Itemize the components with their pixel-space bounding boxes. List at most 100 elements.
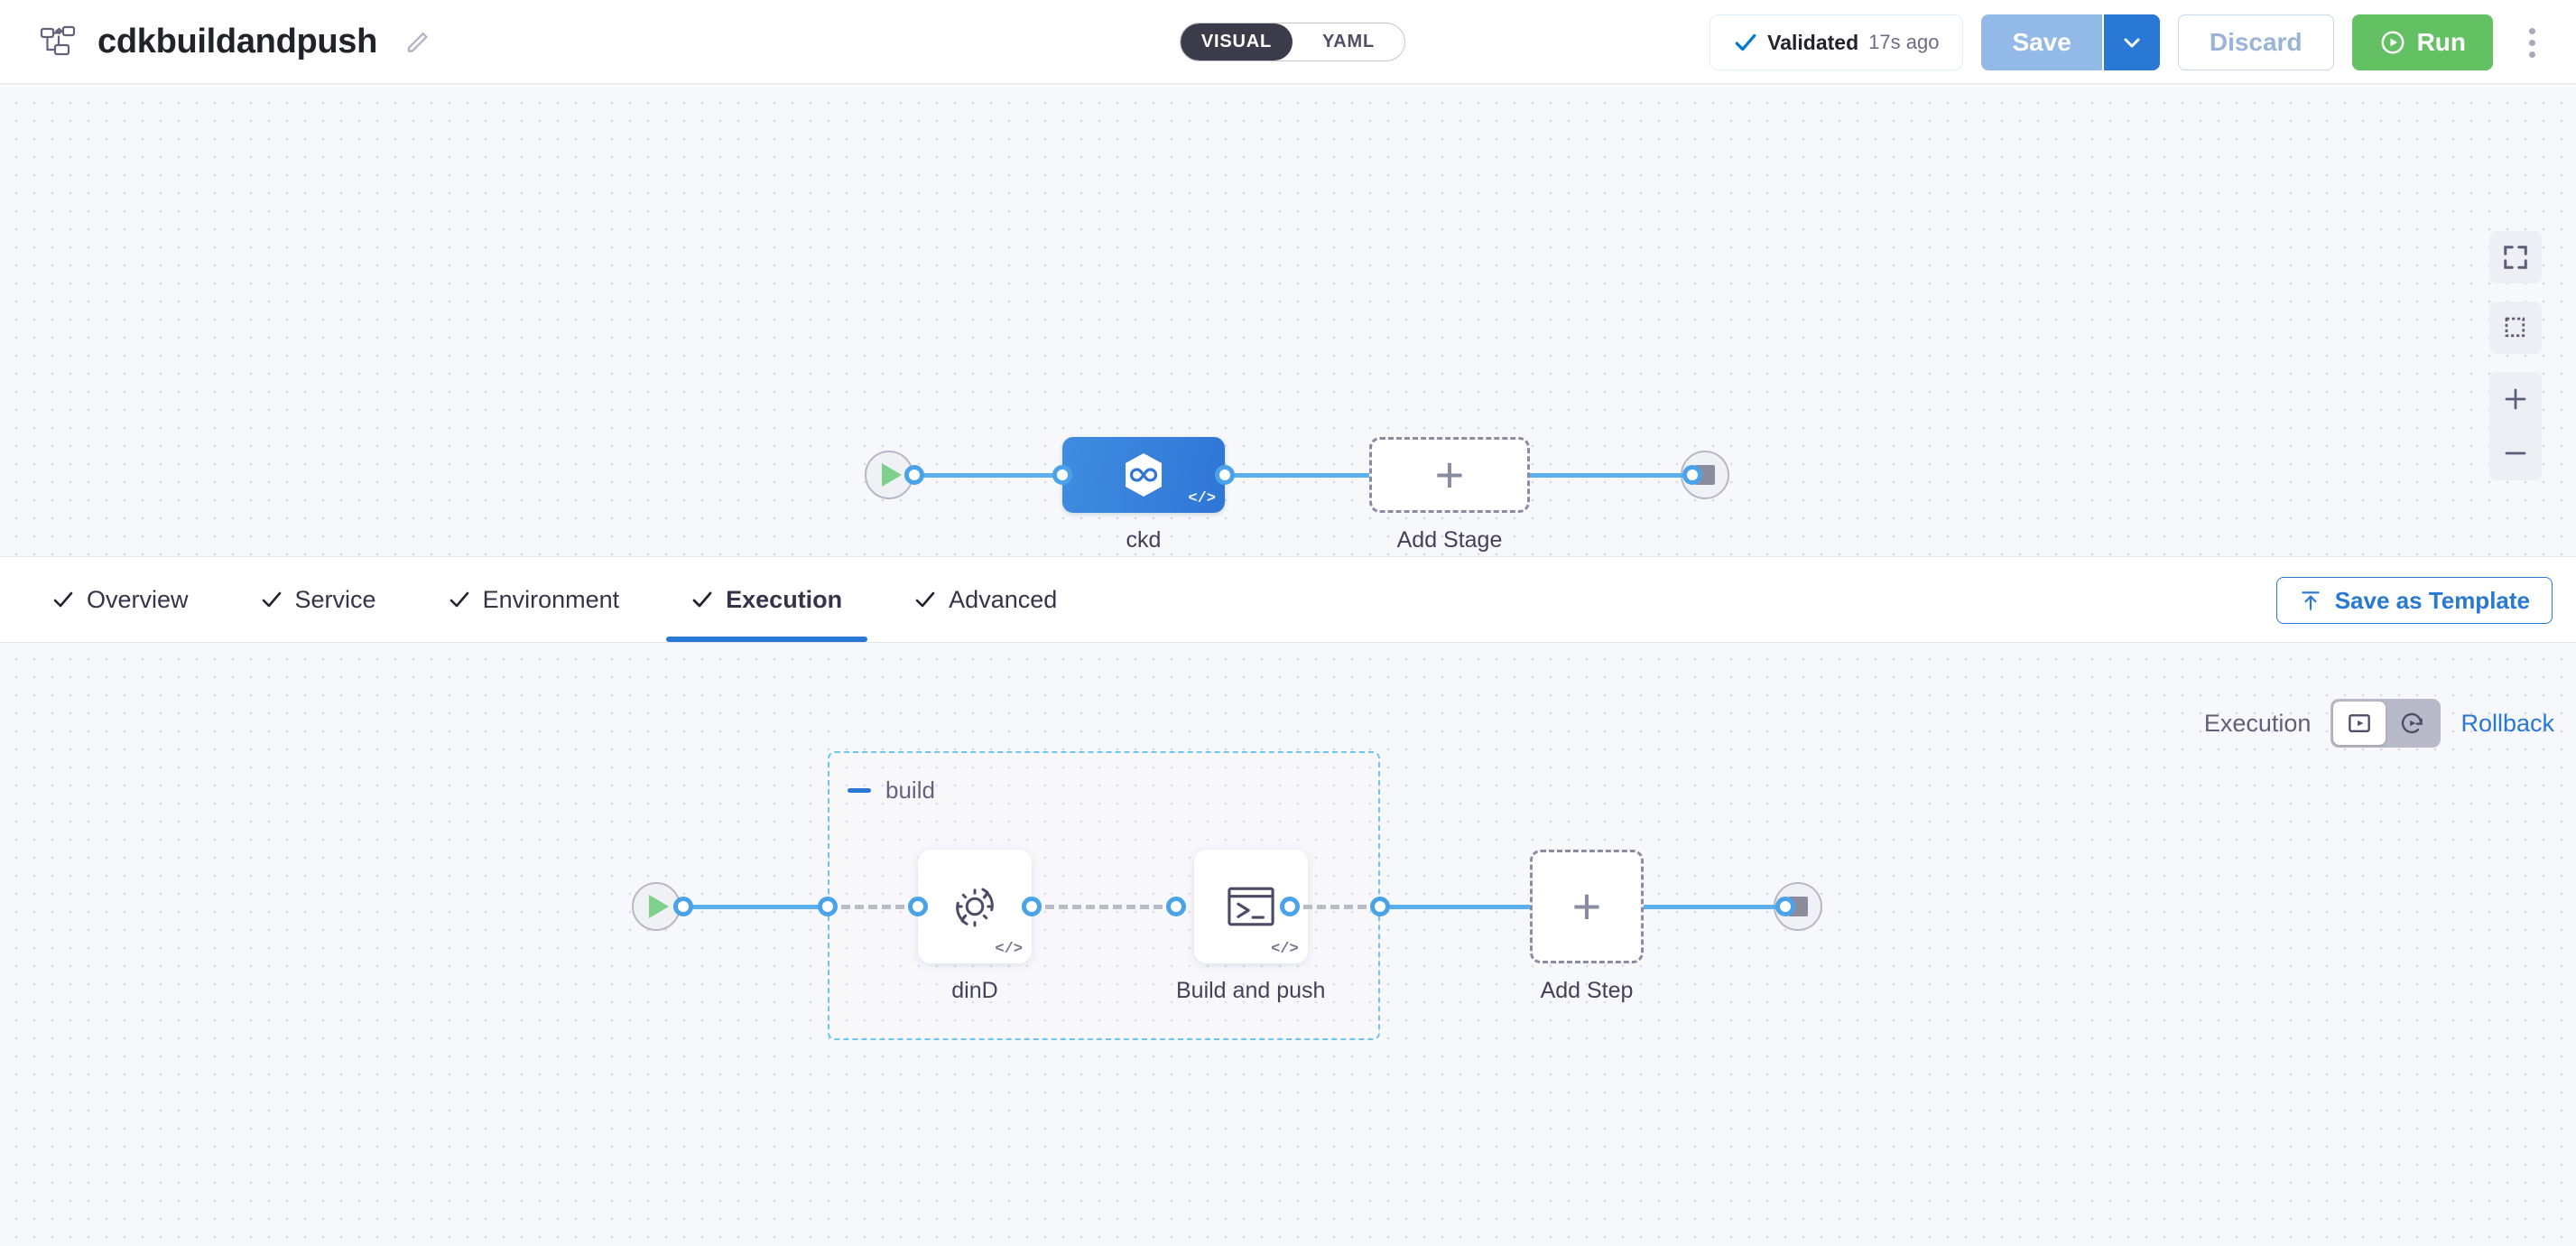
pipeline-flow-icon — [40, 25, 78, 58]
rollback-label[interactable]: Rollback — [2460, 709, 2554, 737]
mode-option-visual[interactable]: VISUAL — [1181, 23, 1293, 60]
edge-addstep-to-end — [1644, 905, 1785, 909]
tab-environment[interactable]: Environment — [412, 557, 656, 642]
pencil-icon[interactable] — [404, 28, 431, 55]
code-badge: </> — [1271, 941, 1299, 958]
expand-corners-icon — [2504, 246, 2527, 269]
group-in-port[interactable] — [818, 897, 838, 916]
stage-node-ckd[interactable]: </> ckd — [1062, 437, 1225, 553]
tab-execution[interactable]: Execution — [655, 557, 878, 642]
rollback-arrow-icon — [2402, 712, 2423, 734]
dind-in-port[interactable] — [908, 897, 928, 916]
stage-start-port[interactable] — [904, 465, 924, 485]
tab-service[interactable]: Service — [225, 557, 412, 642]
status-badge-validated[interactable]: Validated 17s ago — [1710, 14, 1964, 70]
tab-advanced[interactable]: Advanced — [878, 557, 1093, 642]
check-icon — [914, 589, 936, 610]
edge-buildpush-to-groupout — [1290, 905, 1380, 909]
dind-out-port[interactable] — [1022, 897, 1042, 916]
save-dropdown-button[interactable] — [2103, 14, 2160, 70]
edge-ckd-to-addstage — [1225, 473, 1369, 478]
tab-label: Service — [294, 585, 376, 613]
edge-group-to-addstep — [1380, 905, 1530, 909]
chevron-down-icon — [2124, 38, 2140, 48]
tab-list: Overview Service Environment Execution A… — [0, 557, 1093, 642]
zoom-controls — [2489, 372, 2542, 480]
top-header: cdkbuildandpush VISUAL YAML Validated 17… — [0, 0, 2576, 85]
validated-timestamp: 17s ago — [1868, 31, 1940, 53]
upload-to-bar-icon — [2301, 591, 2320, 610]
check-icon — [261, 589, 283, 610]
execution-end-port[interactable] — [1775, 897, 1795, 916]
stage-canvas-controls — [2489, 231, 2542, 480]
save-as-template-button[interactable]: Save as Template — [2275, 577, 2553, 624]
harness-hexagon-infinity-icon — [1126, 453, 1162, 497]
add-step-button[interactable]: + — [1530, 850, 1644, 963]
buildpush-in-port[interactable] — [1166, 897, 1186, 916]
add-stage-button[interactable]: + — [1369, 437, 1530, 513]
zoom-in-button[interactable] — [2489, 372, 2542, 426]
stage-config-tabbar: Overview Service Environment Execution A… — [0, 556, 2576, 643]
tab-label: Overview — [87, 585, 189, 613]
ckd-in-port[interactable] — [1052, 465, 1072, 485]
play-icon — [882, 463, 902, 487]
check-icon — [52, 589, 74, 610]
validated-label: Validated — [1767, 30, 1859, 54]
step-node-dind[interactable]: </> dinD — [918, 850, 1032, 1004]
stage-end-port[interactable] — [1682, 465, 1702, 485]
execution-start-port[interactable] — [673, 897, 693, 916]
gear-rotate-icon — [956, 888, 994, 927]
fit-to-screen-button[interactable] — [2489, 231, 2542, 284]
zoom-to-selection-button[interactable] — [2489, 302, 2542, 354]
group-out-port[interactable] — [1370, 897, 1390, 916]
page-title: cdkbuildandpush — [97, 22, 378, 60]
plus-icon — [2505, 388, 2526, 410]
add-stage-label: Add Stage — [1396, 527, 1503, 553]
mode-option-yaml[interactable]: YAML — [1321, 32, 1376, 51]
header-left: cdkbuildandpush — [0, 23, 431, 61]
save-button-group[interactable]: Save — [1981, 14, 2160, 70]
minus-icon — [2505, 451, 2526, 455]
segmented-control[interactable] — [2330, 699, 2442, 748]
visual-yaml-toggle[interactable]: VISUAL YAML — [1180, 23, 1405, 61]
minus-icon[interactable] — [848, 788, 871, 793]
stage-label-ckd: ckd — [1126, 527, 1162, 553]
step-label-dind: dinD — [951, 978, 998, 1003]
save-as-template-label: Save as Template — [2334, 586, 2530, 614]
save-button[interactable]: Save — [1981, 14, 2104, 70]
run-button[interactable]: Run — [2351, 14, 2493, 70]
zoom-out-button[interactable] — [2489, 426, 2542, 480]
edge-dind-to-buildpush — [1032, 905, 1176, 909]
stage-end-node — [1681, 451, 1729, 499]
execution-rollback-switch: Execution Rollback — [2204, 699, 2554, 748]
rollback-segment[interactable] — [2386, 702, 2438, 745]
execution-segment[interactable] — [2333, 702, 2386, 745]
step-group-header[interactable]: build — [848, 776, 935, 804]
stage-canvas[interactable]: </> ckd + Add Stage — [0, 87, 2576, 556]
execution-label: Execution — [2203, 709, 2312, 737]
check-icon — [1734, 31, 1757, 54]
tab-label: Environment — [482, 585, 620, 613]
edge-start-to-ckd — [914, 473, 1062, 478]
edge-group-to-dind — [828, 905, 918, 909]
kebab-menu-icon[interactable] — [2511, 14, 2553, 70]
discard-button[interactable]: Discard — [2177, 14, 2334, 70]
add-stage-node[interactable]: + Add Stage — [1369, 437, 1530, 553]
tab-label: Execution — [726, 585, 843, 613]
step-node-build-and-push[interactable]: </> Build and push — [1176, 850, 1325, 1004]
start-node-circle[interactable] — [632, 882, 681, 931]
tab-overview[interactable]: Overview — [42, 557, 225, 642]
add-step-node[interactable]: + Add Step — [1530, 850, 1644, 1004]
execution-canvas[interactable]: Execution Rollback — [0, 643, 2576, 1246]
play-circle-icon — [2381, 31, 2405, 54]
step-card-dind[interactable]: </> — [918, 850, 1032, 963]
stage-card-ckd[interactable]: </> — [1062, 437, 1225, 513]
step-label-build-and-push: Build and push — [1176, 978, 1326, 1003]
add-step-label: Add Step — [1540, 978, 1634, 1003]
buildpush-out-port[interactable] — [1280, 897, 1300, 916]
end-node-circle[interactable] — [1681, 451, 1729, 499]
edge-start-to-group — [683, 905, 828, 909]
execution-start-node — [632, 882, 681, 931]
ckd-out-port[interactable] — [1215, 465, 1235, 485]
check-icon — [449, 589, 470, 610]
